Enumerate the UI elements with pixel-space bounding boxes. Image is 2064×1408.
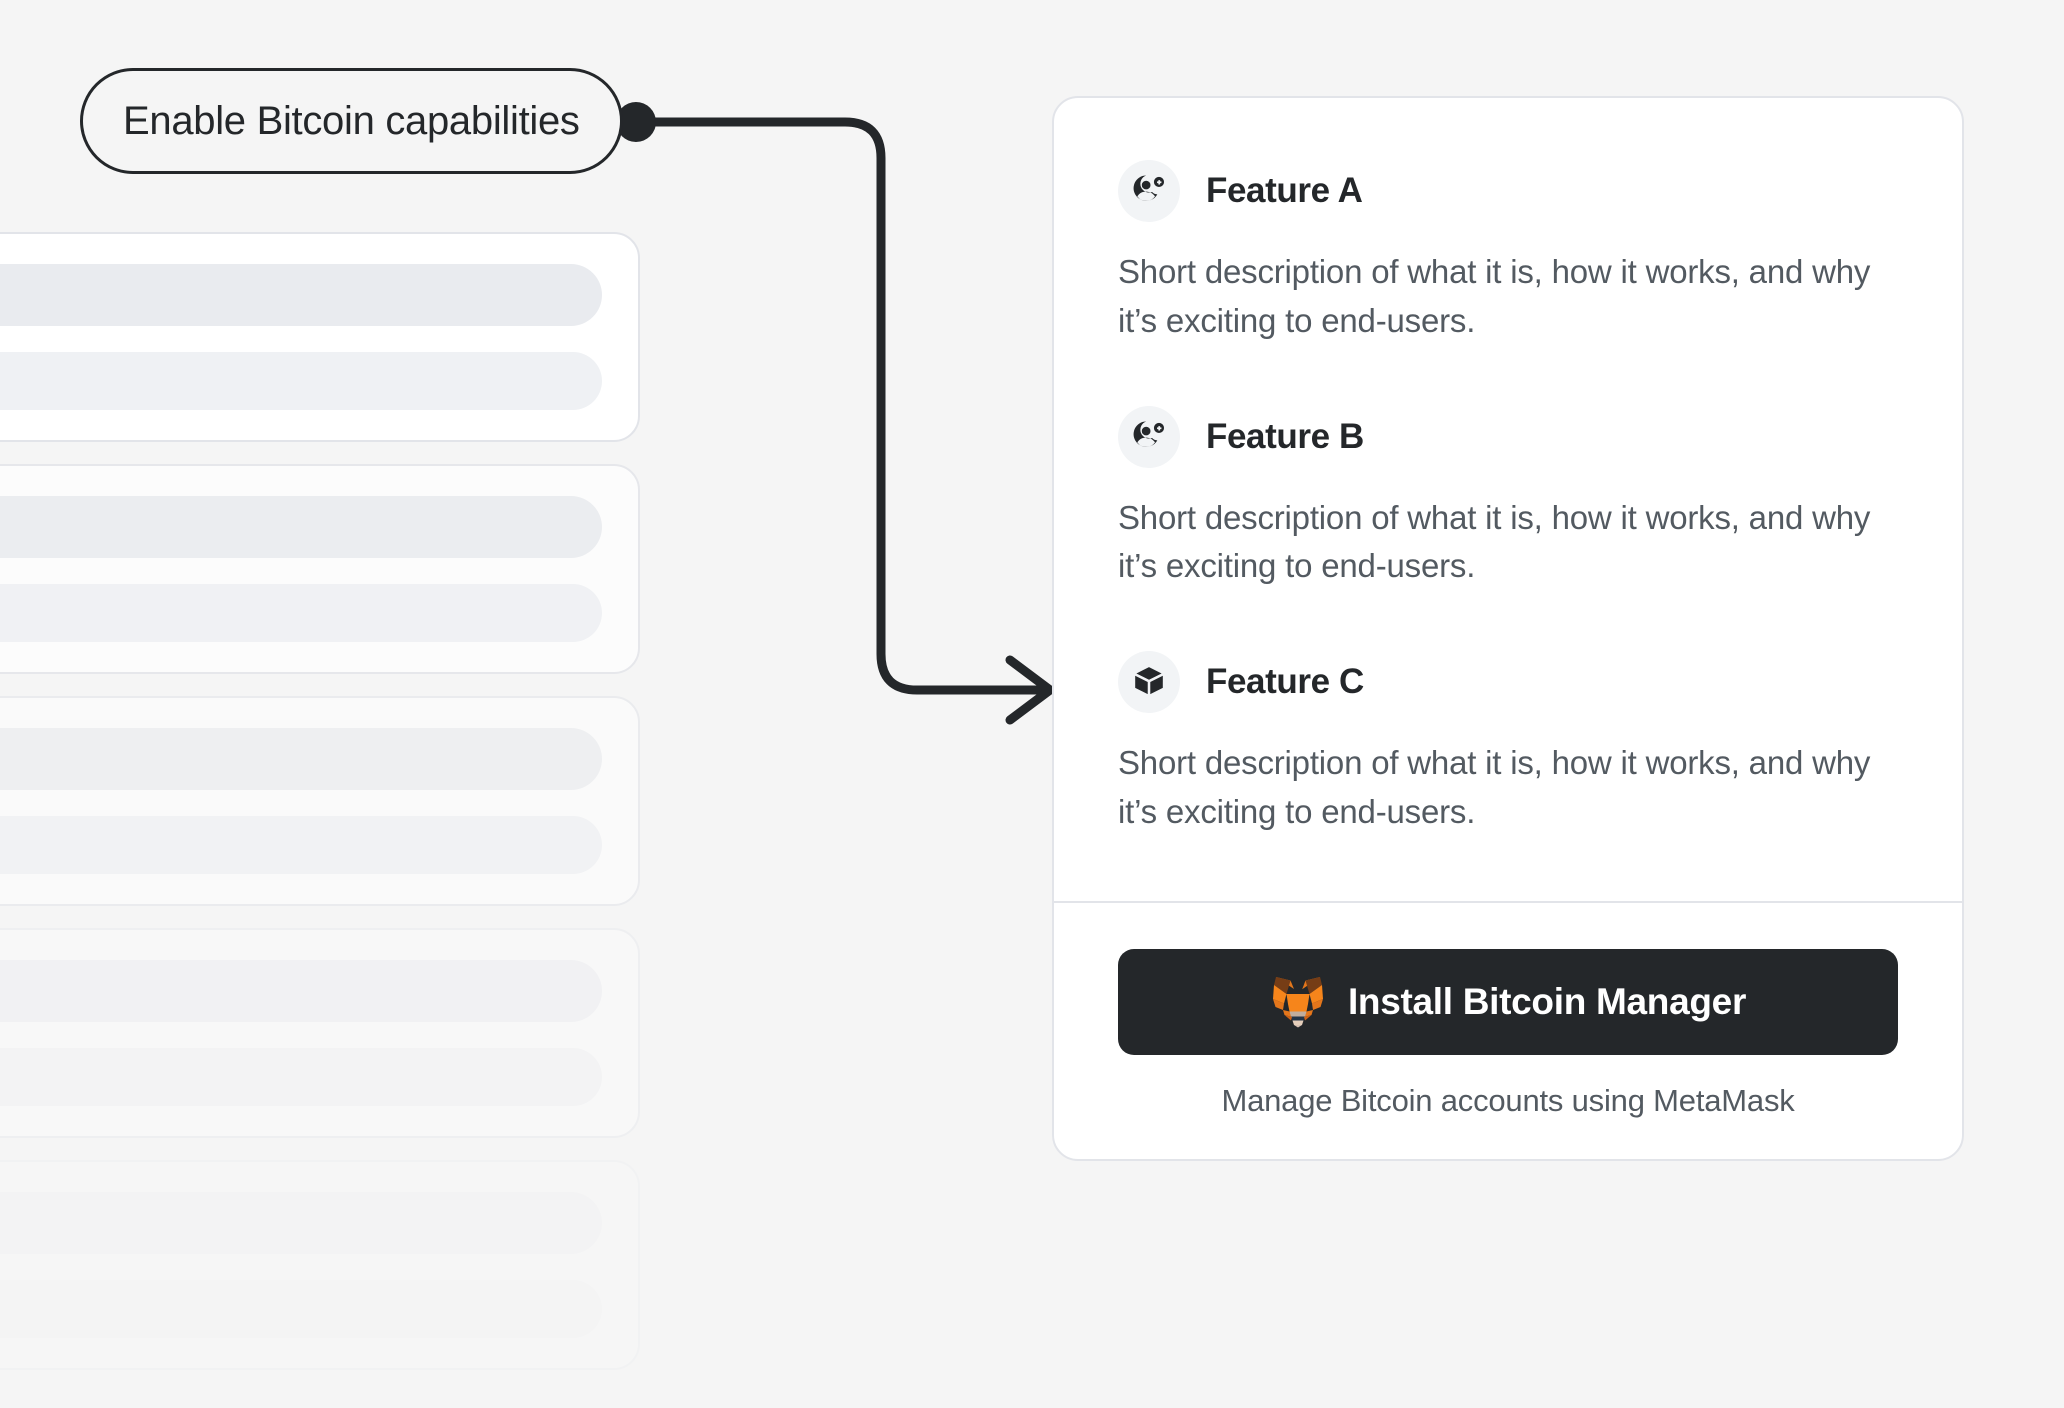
- feature-title: Feature B: [1206, 416, 1364, 456]
- feature-item: Feature C Short description of what it i…: [1118, 651, 1898, 837]
- skeleton-bar: [0, 960, 602, 1022]
- footer-note: Manage Bitcoin accounts using MetaMask: [1221, 1082, 1795, 1118]
- feature-description: Short description of what it is, how it …: [1118, 498, 1871, 585]
- callout-pill-label: Enable Bitcoin capabilities: [123, 98, 580, 143]
- skeleton-card: [0, 696, 640, 906]
- feature-list: Feature A Short description of what it i…: [1054, 98, 1962, 901]
- feature-header: Feature C: [1118, 651, 1898, 714]
- skeleton-bar: [0, 1048, 602, 1106]
- skeleton-card-column: [0, 232, 640, 1408]
- feature-item: Feature B Short description of what it i…: [1118, 405, 1898, 592]
- skeleton-bar: [0, 816, 602, 874]
- feature-item: Feature A Short description of what it i…: [1118, 160, 1898, 346]
- skeleton-bar: [0, 728, 602, 790]
- metamask-fox-icon: [1270, 975, 1326, 1029]
- skeleton-card: [0, 928, 640, 1138]
- card-footer: Install Bitcoin Manager Manage Bitcoin a…: [1054, 903, 1962, 1159]
- skeleton-bar: [0, 1280, 602, 1338]
- feature-header: Feature A: [1118, 160, 1898, 222]
- callout-pill[interactable]: Enable Bitcoin capabilities: [80, 68, 623, 174]
- card-divider: [1054, 900, 1962, 903]
- feature-description: Short description of what it is, how it …: [1118, 253, 1871, 339]
- add-user-icon: [1118, 405, 1180, 468]
- skeleton-bar: [0, 584, 602, 642]
- install-bitcoin-manager-button[interactable]: Install Bitcoin Manager: [1118, 948, 1898, 1055]
- skeleton-card: [0, 1160, 640, 1370]
- add-user-icon: [1118, 160, 1180, 222]
- skeleton-bar: [0, 264, 602, 326]
- connector-path: [631, 117, 1049, 695]
- feature-card: Feature A Short description of what it i…: [1052, 96, 1964, 1161]
- feature-title: Feature C: [1206, 662, 1364, 702]
- arrowhead-icon: [1005, 655, 1055, 725]
- skeleton-bar: [0, 1192, 602, 1254]
- feature-description: Short description of what it is, how it …: [1118, 744, 1871, 831]
- skeleton-card: [0, 464, 640, 674]
- install-button-label: Install Bitcoin Manager: [1347, 980, 1747, 1022]
- feature-title: Feature A: [1206, 171, 1363, 210]
- skeleton-card: [0, 232, 640, 442]
- feature-header: Feature B: [1118, 405, 1898, 468]
- skeleton-bar: [0, 496, 602, 558]
- cube-icon: [1118, 651, 1180, 714]
- skeleton-bar: [0, 352, 602, 410]
